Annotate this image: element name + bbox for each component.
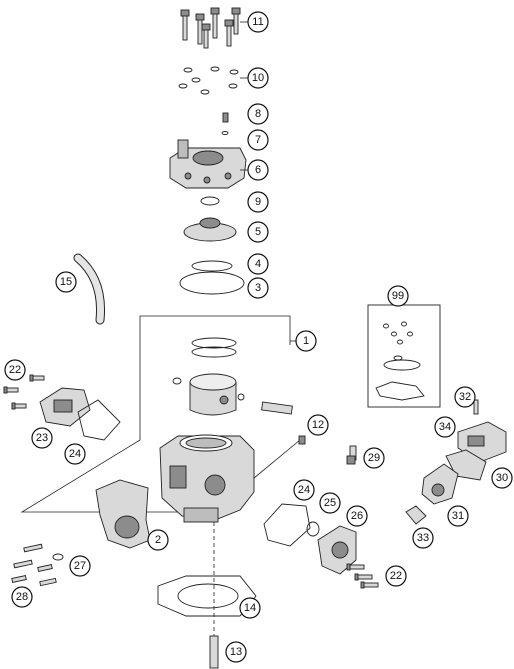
piston-ring-1	[191, 337, 237, 349]
callout-22-left-text: 22	[9, 364, 21, 376]
callout-25: 25	[319, 492, 341, 514]
callout-33: 33	[412, 527, 434, 549]
callout-7-text: 7	[255, 134, 261, 146]
head-seal-ring	[191, 260, 233, 272]
callout-15-text: 15	[60, 276, 72, 288]
callout-29: 29	[363, 447, 385, 469]
callout-15: 15	[55, 271, 77, 293]
callout-22-left: 22	[4, 359, 26, 381]
combustion-insert	[183, 217, 237, 242]
callout-7: 7	[247, 129, 269, 151]
screws-left	[3, 374, 45, 410]
callout-23: 23	[31, 427, 53, 449]
actuator-motor	[421, 463, 459, 505]
callout-5: 5	[247, 221, 269, 243]
sensor-screw	[473, 399, 479, 415]
callout-3-text: 3	[255, 282, 261, 294]
callout-34: 34	[434, 416, 456, 438]
callout-13: 13	[225, 641, 247, 663]
callout-10: 10	[247, 67, 269, 89]
cover-gasket-right	[263, 503, 311, 547]
piston-clip-right	[237, 393, 245, 401]
head-gasket	[179, 271, 245, 295]
callout-32-text: 32	[459, 391, 471, 403]
piston	[189, 373, 237, 416]
callout-26-text: 26	[351, 510, 363, 522]
piston-clip-left	[172, 377, 182, 385]
callout-24-right-text: 24	[298, 484, 310, 496]
callout-11: 11	[247, 11, 269, 33]
intake-flange	[95, 479, 151, 549]
callout-24-left: 24	[64, 443, 86, 465]
callout-28-text: 28	[16, 591, 28, 603]
callout-30: 30	[491, 467, 513, 489]
callout-24-right: 24	[293, 479, 315, 501]
callout-3: 3	[247, 277, 269, 299]
callout-13-text: 13	[230, 646, 242, 658]
callout-12-text: 12	[312, 419, 324, 431]
screws-right	[346, 563, 379, 589]
callout-27-text: 27	[74, 560, 86, 572]
callout-6: 6	[247, 159, 269, 181]
callout-9-text: 9	[255, 196, 261, 208]
callout-26: 26	[346, 505, 368, 527]
callout-9: 9	[247, 191, 269, 213]
temperature-sensor	[346, 445, 357, 465]
callout-28: 28	[11, 586, 33, 608]
screws-bottom-left	[11, 543, 64, 587]
callout-22-right-text: 22	[390, 570, 402, 582]
small-o-ring	[306, 521, 320, 537]
hose	[74, 254, 105, 324]
callout-1-text: 1	[303, 335, 309, 347]
callout-14-text: 14	[244, 602, 256, 614]
callout-22-right: 22	[385, 565, 407, 587]
cylinder-head-screws	[180, 7, 241, 49]
callout-32: 32	[454, 386, 476, 408]
callout-99: 99	[387, 285, 409, 307]
cylinder-head	[169, 139, 247, 189]
callout-34-text: 34	[439, 421, 451, 433]
piston-pin	[261, 401, 293, 415]
callout-31-text: 31	[452, 510, 464, 522]
cap	[405, 505, 427, 525]
callout-10-text: 10	[252, 72, 264, 84]
callout-2-text: 2	[155, 534, 161, 546]
callout-2: 2	[147, 529, 169, 551]
gasket-kit-parts	[375, 321, 425, 401]
cover-gasket-left	[77, 399, 121, 441]
washers	[178, 66, 239, 95]
nut	[298, 435, 306, 445]
callout-8: 8	[247, 103, 269, 125]
callout-5-text: 5	[255, 226, 261, 238]
callout-23-text: 23	[36, 432, 48, 444]
small-washer	[221, 131, 229, 135]
callout-8-text: 8	[255, 108, 261, 120]
callout-27: 27	[69, 555, 91, 577]
spark-plug-cap	[222, 112, 229, 123]
cylinder	[159, 434, 255, 523]
gasket-kit-frame	[367, 304, 441, 408]
callout-12: 12	[307, 414, 329, 436]
piston-ring-2	[191, 346, 237, 358]
callout-30-text: 30	[496, 472, 508, 484]
callout-1: 1	[295, 330, 317, 352]
callout-14: 14	[239, 597, 261, 619]
callout-11-text: 11	[252, 16, 263, 28]
exhaust-control-cover	[39, 387, 91, 427]
exhaust-valve-cover	[317, 525, 357, 575]
stud	[209, 635, 219, 669]
callout-33-text: 33	[417, 532, 429, 544]
callout-31: 31	[447, 505, 469, 527]
o-ring	[200, 196, 220, 206]
callout-24-left-text: 24	[69, 448, 81, 460]
callout-99-text: 99	[392, 290, 404, 302]
callout-29-text: 29	[368, 452, 380, 464]
callout-6-text: 6	[255, 164, 261, 176]
callout-4: 4	[247, 253, 269, 275]
callout-4-text: 4	[255, 258, 261, 270]
callout-25-text: 25	[324, 497, 336, 509]
